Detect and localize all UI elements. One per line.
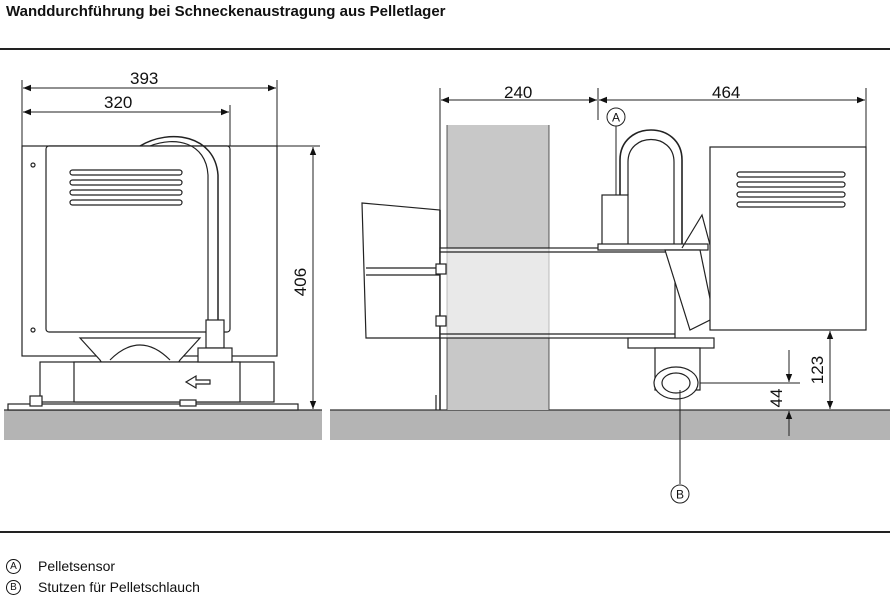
dimension-464: 464 xyxy=(712,83,740,102)
top-divider xyxy=(0,48,890,50)
legend-marker: A xyxy=(6,559,21,574)
vent-slots xyxy=(69,169,183,206)
base-plate xyxy=(7,403,299,411)
dimension-44: 44 xyxy=(767,389,786,408)
front-view-dimensions xyxy=(21,80,320,411)
front-view xyxy=(4,135,322,440)
legend-text: Pelletsensor xyxy=(38,558,116,574)
page-title: Wanddurchführung bei Schneckenaustragung… xyxy=(6,3,446,20)
housing-cover xyxy=(45,145,231,333)
dimension-240: 240 xyxy=(504,83,532,102)
dimension-406: 406 xyxy=(291,268,310,296)
side-view-dimensions xyxy=(439,88,867,484)
legend-item-b: B Stutzen für Pelletschlauch xyxy=(6,577,200,598)
callout-b-label: B xyxy=(676,488,684,502)
legend-marker: B xyxy=(6,580,21,595)
flow-arrow-icon xyxy=(184,374,211,390)
sensor-hose xyxy=(139,135,219,345)
side-view xyxy=(330,125,890,440)
legend: A Pelletsensor B Stutzen für Pelletschla… xyxy=(6,556,200,598)
bottom-divider xyxy=(0,531,890,533)
callout-b: B xyxy=(670,484,690,504)
legend-text: Stutzen für Pelletschlauch xyxy=(38,579,200,595)
floor-left xyxy=(4,410,322,440)
dimension-123: 123 xyxy=(808,356,827,384)
outer-hood xyxy=(361,202,441,339)
callout-a: A xyxy=(606,107,626,127)
vent-slots-right xyxy=(736,171,846,208)
sensor-loop xyxy=(619,129,683,248)
legend-item-a: A Pelletsensor xyxy=(6,556,200,577)
technical-drawing: 393 320 406 xyxy=(4,69,890,504)
dimension-393: 393 xyxy=(130,69,158,88)
callout-a-label: A xyxy=(612,111,620,125)
floor-right xyxy=(330,410,890,440)
wall-tube xyxy=(439,247,676,339)
inner-casing xyxy=(709,146,867,331)
dimension-320: 320 xyxy=(104,93,132,112)
